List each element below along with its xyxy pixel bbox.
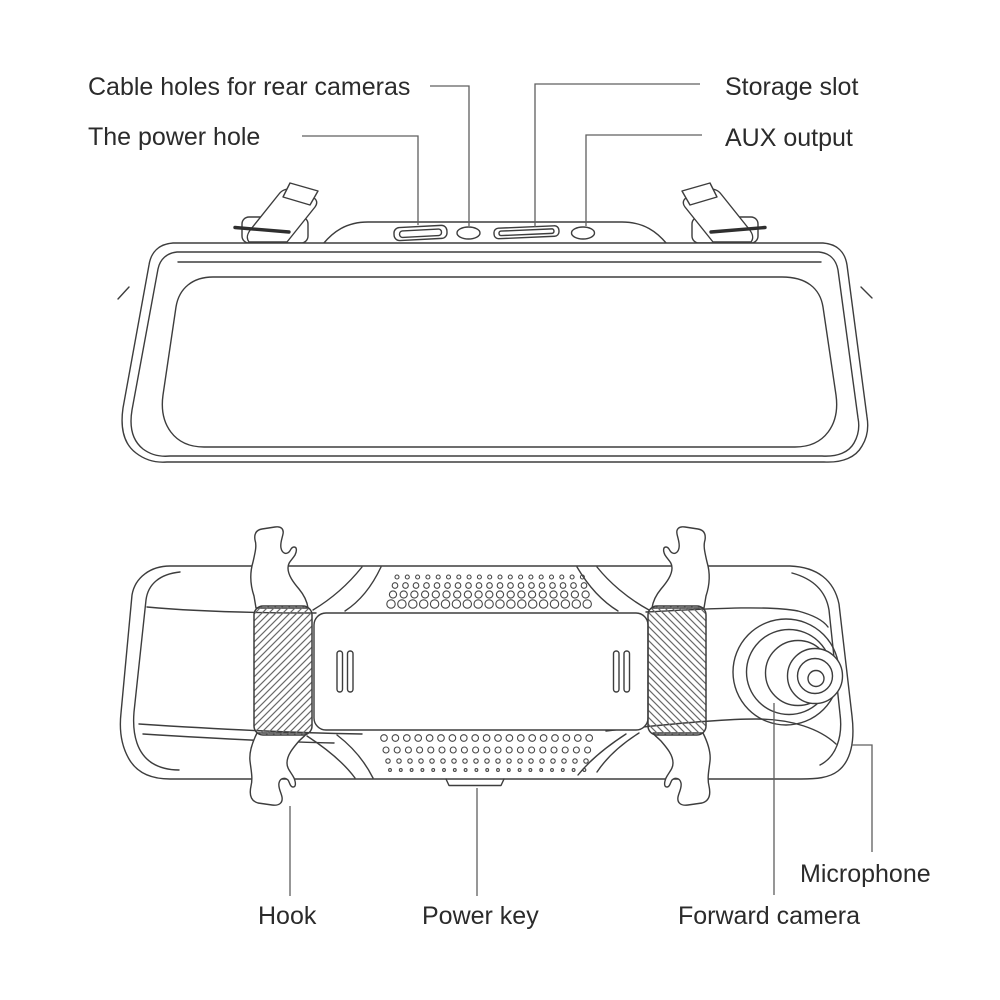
- speaker-grille-top: [386, 574, 592, 609]
- label-hook: Hook: [258, 902, 317, 930]
- label-aux-output: AUX output: [725, 124, 853, 152]
- label-cable-holes: Cable holes for rear cameras: [88, 73, 411, 101]
- label-storage-slot: Storage slot: [725, 73, 859, 101]
- mirror-screen-area: [161, 276, 838, 448]
- mounting-plate: [313, 612, 649, 731]
- strap-right: [647, 526, 711, 806]
- mount-clip-right: [681, 182, 767, 244]
- strap-left-band: [253, 605, 313, 736]
- mirror-bezel-line: [130, 251, 860, 457]
- strap-left: [249, 526, 313, 806]
- leader-aux-output: [585, 134, 702, 226]
- strap-right-band: [647, 605, 707, 736]
- label-microphone: Microphone: [800, 860, 931, 888]
- left-end-contour: [132, 571, 181, 771]
- clip-cap: [681, 182, 718, 206]
- label-forward-camera: Forward camera: [678, 902, 860, 930]
- clip-cap: [282, 182, 319, 206]
- leader-cable-holes: [430, 85, 470, 226]
- top-deck: [322, 221, 668, 245]
- leader-power-hole: [302, 135, 419, 225]
- power-hole-port: [456, 226, 481, 240]
- power-key-button: [445, 778, 505, 787]
- cable-holes-slot: [393, 224, 448, 242]
- aux-output-port: [570, 226, 596, 240]
- storage-slot-port: [493, 225, 560, 240]
- forward-camera-lens: [732, 618, 844, 726]
- leader-microphone: [851, 744, 873, 852]
- strap-left-bottom-hook: [249, 732, 308, 806]
- speaker-grille-bottom: [380, 734, 594, 772]
- mount-clip-left: [233, 182, 319, 244]
- strap-right-top-hook: [651, 526, 710, 609]
- label-power-hole: The power hole: [88, 123, 261, 151]
- label-power-key: Power key: [422, 902, 539, 930]
- leader-storage-slot: [534, 83, 700, 227]
- mirror-body-outline: [121, 242, 869, 463]
- leader-lines: [289, 83, 873, 896]
- strap-left-top-hook: [250, 526, 309, 609]
- mirror-rear-view: [119, 526, 854, 806]
- strap-right-bottom-hook: [652, 732, 711, 806]
- mirror-front-view: [117, 182, 873, 463]
- mounting-slots: [336, 650, 631, 693]
